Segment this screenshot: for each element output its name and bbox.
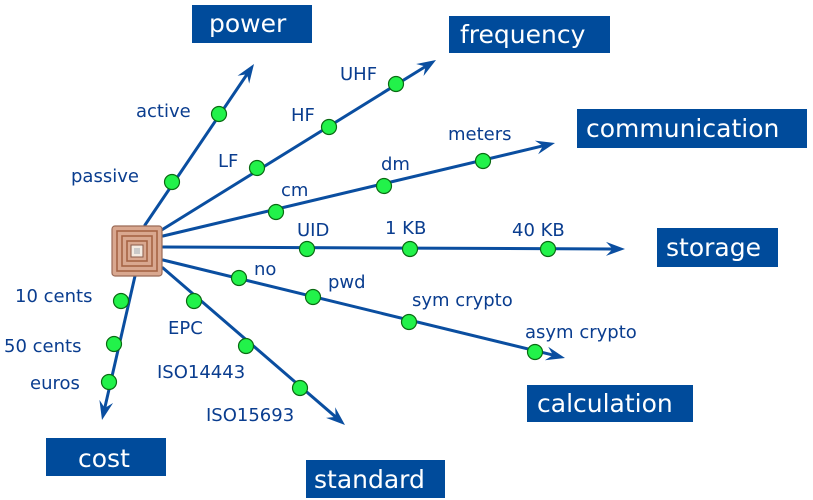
axis-node-communication — [375, 177, 393, 195]
axis-node-storage — [401, 240, 419, 258]
node-label-calculation: asym crypto — [525, 322, 637, 343]
axis-line-frequency — [158, 65, 427, 233]
axis-node-standard — [185, 292, 203, 310]
axis-arrowhead-calculation — [544, 346, 565, 361]
axis-arrowhead-standard — [326, 407, 345, 425]
node-label-power: active — [136, 101, 191, 122]
node-label-communication: cm — [281, 180, 308, 201]
axis-title-storage: storage — [666, 233, 761, 262]
axis-node-frequency — [320, 118, 338, 136]
axis-node-communication — [267, 203, 285, 221]
axis-title-box-frequency — [449, 16, 610, 53]
node-label-calculation: pwd — [328, 272, 366, 293]
axis-node-frequency — [248, 159, 266, 177]
axis-line-calculation — [161, 258, 554, 357]
axis-node-calculation — [400, 313, 418, 331]
axis-node-calculation — [304, 288, 322, 306]
axis-title-boxes: power frequency communication storage calcul… — [46, 5, 807, 498]
node-label-calculation: no — [254, 259, 276, 280]
axis-title-box-power — [192, 5, 312, 43]
axis-node-standard — [237, 337, 255, 355]
node-label-cost: 10 cents — [15, 286, 92, 307]
axis-node-cost — [112, 292, 130, 310]
node-label-frequency: LF — [218, 151, 238, 172]
axis-line-power — [143, 73, 249, 227]
axis-node-power — [210, 105, 228, 123]
node-label-cost: euros — [30, 373, 80, 394]
axis-title-box-cost — [46, 438, 166, 476]
axis-node-calculation — [526, 343, 544, 361]
axis-title-box-communication — [577, 109, 807, 148]
axis-arrowhead-cost — [99, 399, 114, 420]
node-label-cost: 50 cents — [4, 336, 81, 357]
node-label-storage: 1 KB — [385, 218, 426, 239]
axis-arrowhead-storage — [605, 241, 625, 256]
node-label-standard: ISO14443 — [157, 362, 245, 383]
axis-arrowhead-communication — [534, 140, 555, 155]
axis-node-cost — [100, 373, 118, 391]
node-label-frequency: UHF — [340, 64, 377, 85]
axis-title-frequency: frequency — [460, 20, 586, 49]
node-label-communication: meters — [448, 124, 512, 145]
node-label-standard: EPC — [168, 318, 203, 339]
axis-title-box-storage — [657, 228, 778, 267]
axis-title-communication: communication — [586, 114, 779, 143]
rfid-chip-icon — [111, 225, 163, 277]
axis-title-calculation: calculation — [537, 389, 673, 418]
axis-title-cost: cost — [78, 444, 130, 473]
axis-title-box-calculation — [527, 385, 693, 422]
axis-node-communication — [474, 152, 492, 170]
axis-title-standard: standard — [314, 465, 425, 494]
node-label-storage: 40 KB — [512, 220, 565, 241]
axis-node-storage — [298, 240, 316, 258]
axis-node-cost — [105, 335, 123, 353]
axis-node-standard — [291, 379, 309, 397]
node-label-storage: UID — [297, 220, 329, 241]
axis-title-power: power — [209, 9, 287, 38]
axis-line-storage — [161, 245, 614, 251]
axis-title-box-standard — [306, 460, 445, 498]
node-label-calculation: sym crypto — [412, 290, 513, 311]
node-label-power: passive — [71, 166, 139, 187]
axis-node-calculation — [230, 269, 248, 287]
node-label-standard: ISO15693 — [206, 405, 294, 426]
node-label-communication: dm — [381, 154, 410, 175]
axis-node-frequency — [387, 75, 405, 93]
axis-node-power — [163, 173, 181, 191]
axis-nodes — [100, 75, 557, 397]
node-label-frequency: HF — [291, 105, 315, 126]
axis-node-storage — [539, 240, 557, 258]
axis-arrowhead-power — [237, 64, 254, 84]
axis-arrowhead-frequency — [416, 60, 436, 76]
